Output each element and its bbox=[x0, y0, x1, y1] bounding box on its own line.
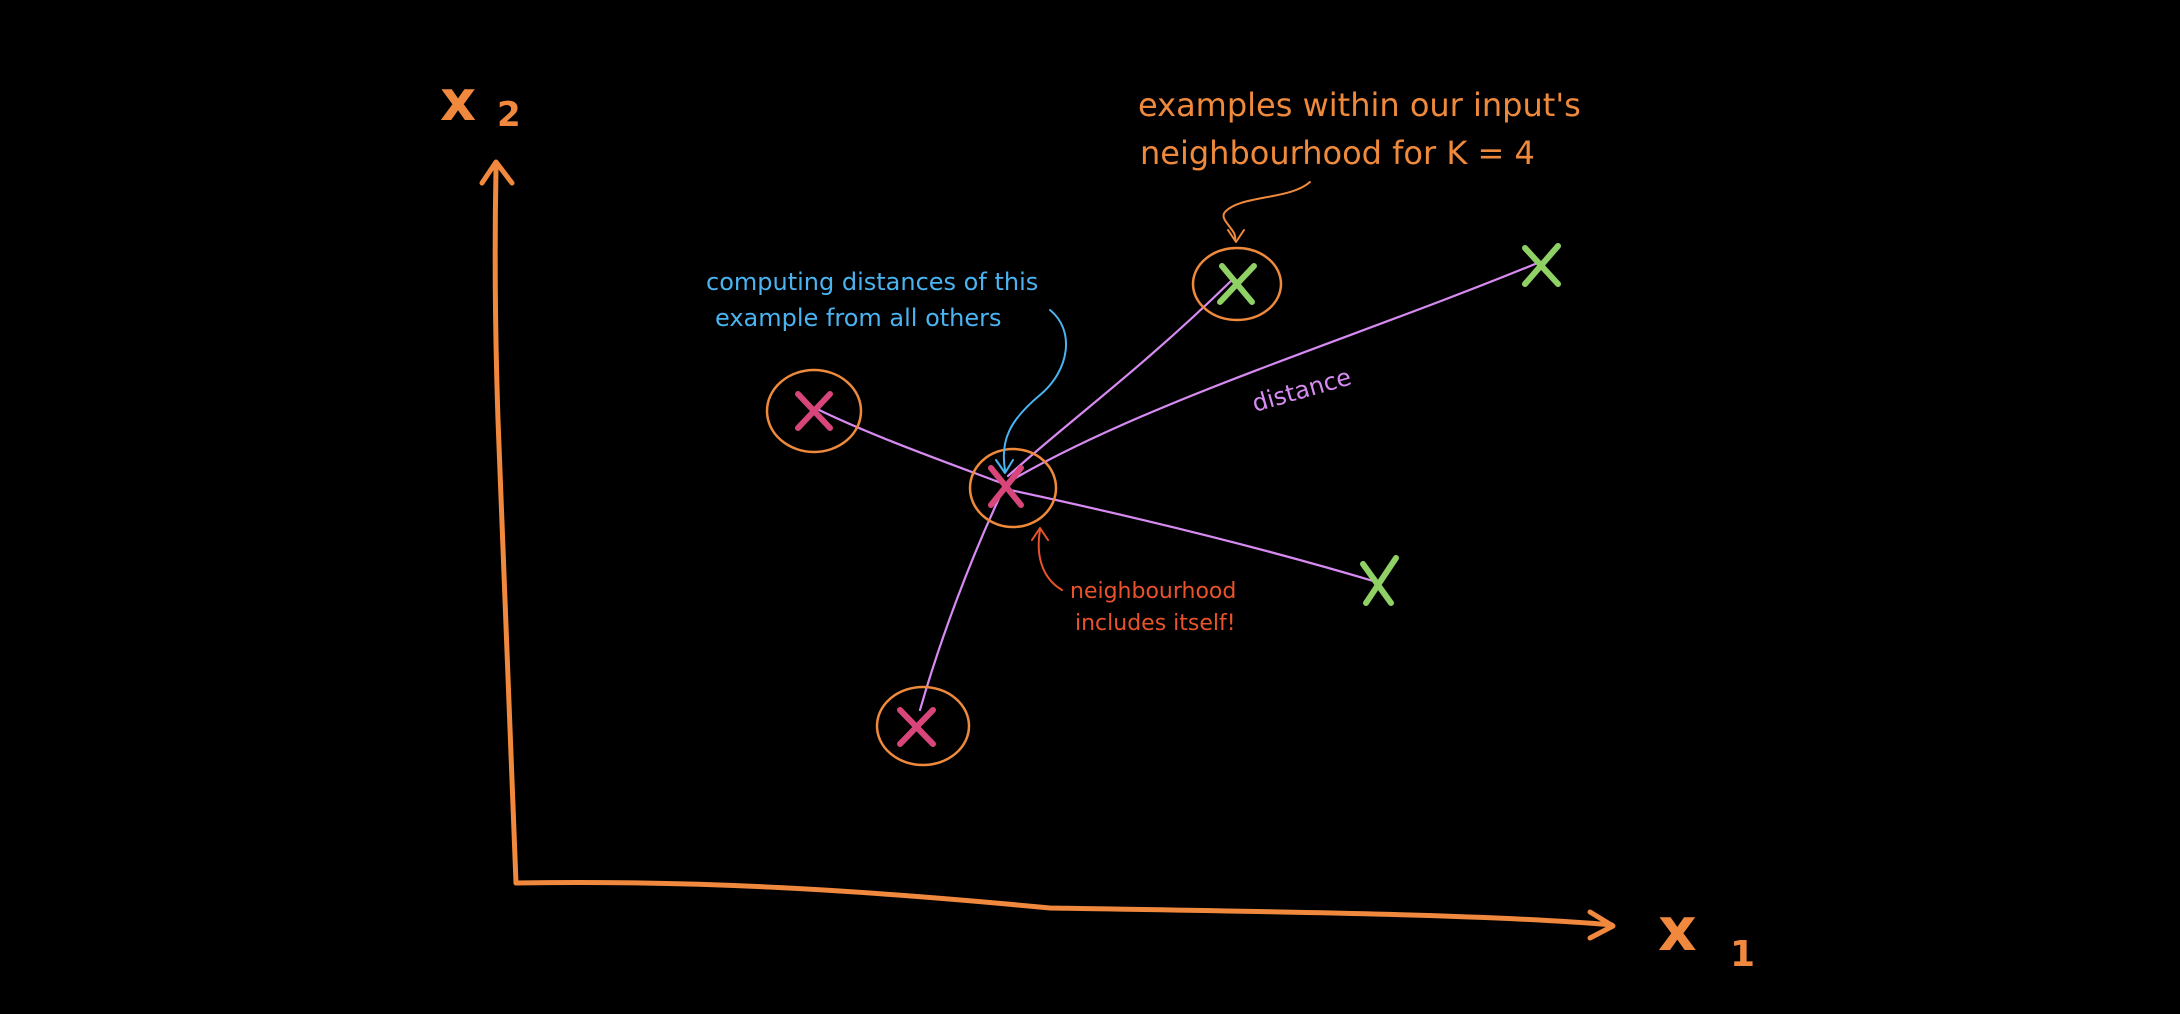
distance-line-green-top bbox=[1006, 278, 1234, 478]
x-axis bbox=[513, 879, 1615, 928]
annotation-itself-line-2: includes itself! bbox=[1075, 611, 1236, 636]
point-green-top bbox=[1217, 263, 1257, 305]
circle-query bbox=[968, 447, 1058, 529]
y-axis bbox=[492, 165, 519, 886]
point-green-mid bbox=[1360, 555, 1399, 606]
computing-annotation-arrow bbox=[1002, 309, 1067, 471]
y-axis-label-base: x bbox=[440, 69, 476, 134]
distance-line-pink-bottom bbox=[918, 490, 1004, 712]
annotation-distance: distance bbox=[1249, 363, 1354, 418]
annotation-arrows bbox=[995, 181, 1311, 591]
top-annotation-arrowhead bbox=[1227, 229, 1245, 243]
distance-line-green-right bbox=[1010, 260, 1542, 482]
axes bbox=[479, 159, 1616, 941]
itself-annotation-arrowhead bbox=[1031, 527, 1049, 541]
x-axis-label-sub: 1 bbox=[1730, 934, 1755, 975]
annotation-top: examples within our input's neighbourhoo… bbox=[1138, 86, 1581, 172]
y-axis-arrowhead bbox=[479, 159, 515, 186]
top-annotation-arrow bbox=[1222, 181, 1311, 241]
y-axis-label-sub: 2 bbox=[497, 95, 521, 135]
annotation-itself-line-1: neighbourhood bbox=[1070, 579, 1236, 604]
point-query bbox=[988, 465, 1024, 508]
distance-line-green-mid bbox=[1008, 488, 1382, 585]
x-axis-arrowhead bbox=[1587, 909, 1616, 941]
annotation-top-line-1: examples within our input's bbox=[1138, 86, 1581, 124]
x-axis-label-base: x bbox=[1658, 895, 1697, 965]
data-points bbox=[795, 243, 1561, 747]
x-axis-label: x 1 bbox=[1658, 895, 1755, 975]
itself-annotation-arrow bbox=[1037, 529, 1063, 591]
annotation-computing: computing distances of this example from… bbox=[706, 268, 1038, 332]
distance-line-pink-left bbox=[813, 406, 1006, 486]
annotation-top-line-2: neighbourhood for K = 4 bbox=[1140, 134, 1535, 172]
point-pink-bottom bbox=[897, 707, 936, 747]
point-pink-left bbox=[795, 391, 833, 431]
circle-green-top bbox=[1191, 246, 1283, 322]
annotation-computing-line-2: example from all others bbox=[715, 304, 1002, 332]
neighbourhood-circles bbox=[765, 246, 1283, 767]
circle-pink-bottom bbox=[875, 685, 971, 767]
circle-pink-left bbox=[765, 368, 863, 454]
annotation-itself: neighbourhood includes itself! bbox=[1070, 579, 1236, 636]
annotation-computing-line-1: computing distances of this bbox=[706, 268, 1038, 296]
y-axis-label: x 2 bbox=[440, 69, 521, 135]
point-green-right bbox=[1522, 243, 1561, 287]
computing-annotation-arrowhead bbox=[995, 459, 1014, 474]
